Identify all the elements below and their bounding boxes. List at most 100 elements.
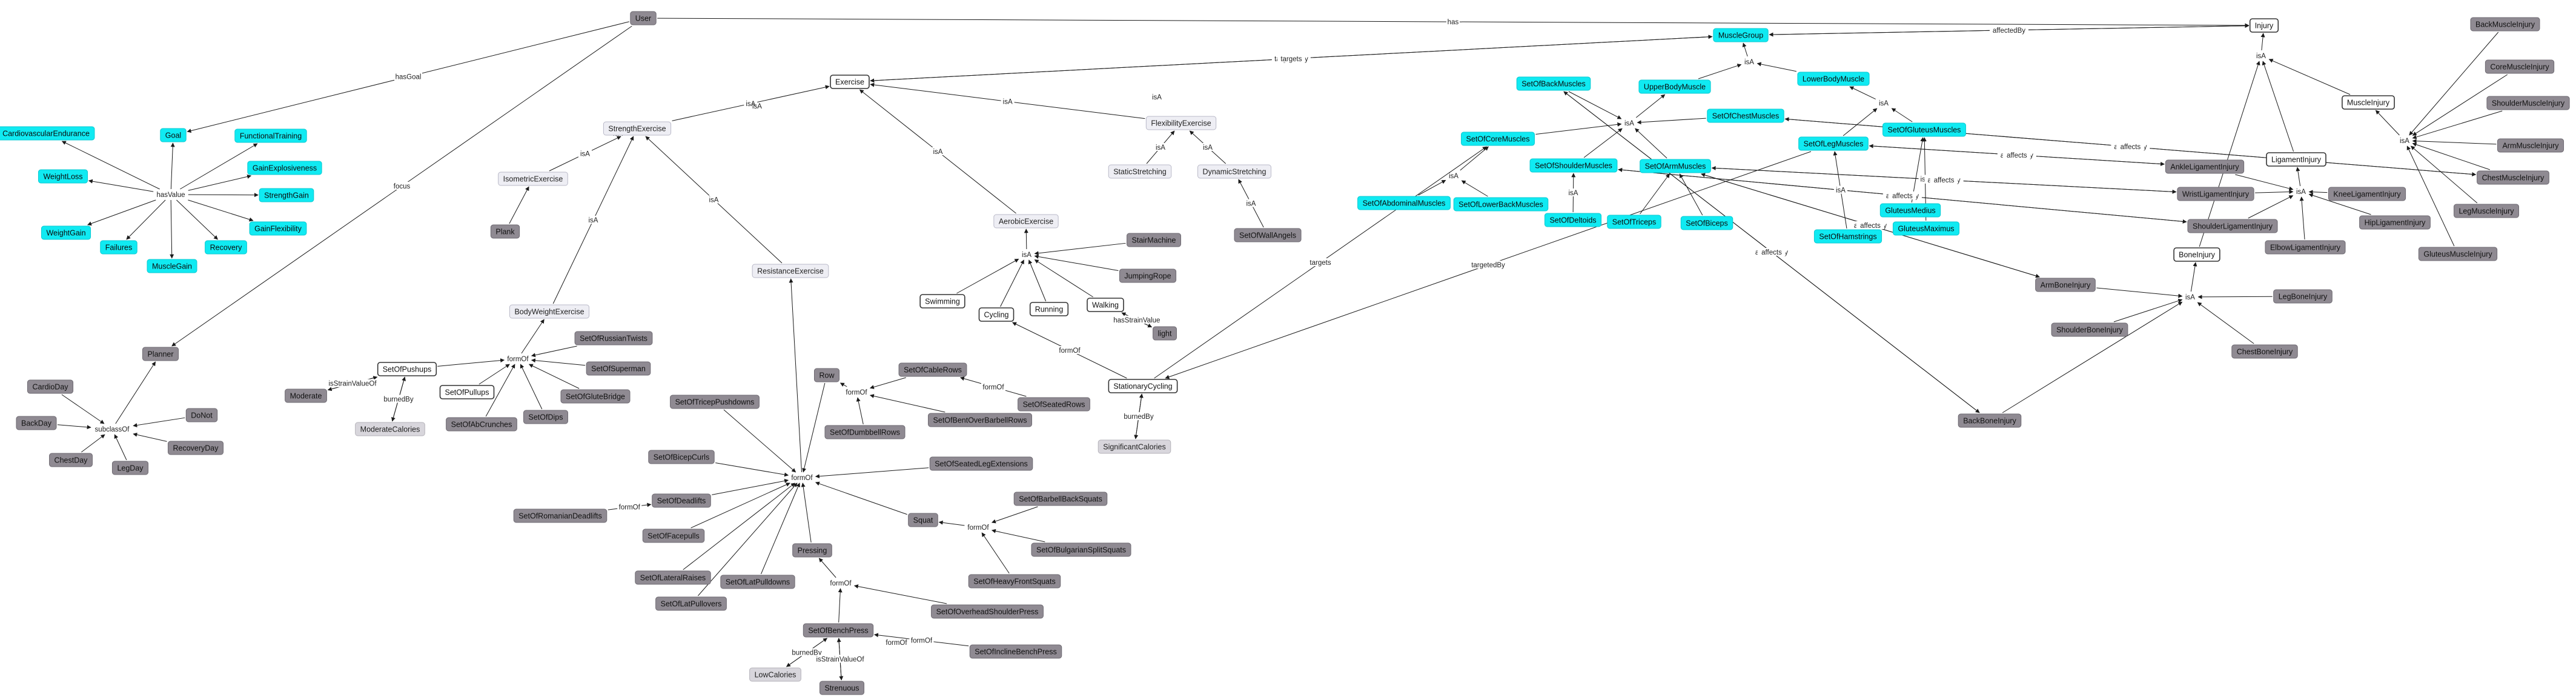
- node-box: [1357, 196, 1451, 210]
- edge-label-bg: [1123, 412, 1154, 420]
- node-box: [16, 416, 57, 430]
- node-row: Row: [813, 368, 840, 382]
- node-label: GluteusMaximus: [1898, 225, 1954, 233]
- edge-set-of-bicep-curls-to-h-form: [715, 462, 789, 477]
- node-plank: Plank: [490, 224, 520, 239]
- edge-label: isStrainValueOf: [816, 656, 864, 664]
- node-label: DynamicStretching: [1203, 168, 1266, 176]
- edge-label-bg: [1989, 25, 2028, 34]
- edge-set-of-gluteus-muscles-to-h-lower: [1891, 108, 1913, 122]
- edge-set-of-biceps-to-set-of-arm-muscles: [1679, 173, 1703, 216]
- hub-h-injury: isA: [2256, 53, 2266, 60]
- node-box: [377, 362, 437, 376]
- node-shoulder-bone-injury: ShoulderBoneInjury: [2051, 322, 2128, 337]
- node-label: GainExplosiveness: [253, 164, 317, 173]
- edge-label-bg: [617, 502, 642, 511]
- node-box: [446, 417, 517, 432]
- node-label: Swimming: [925, 298, 960, 306]
- node-set-of-bicep-curls: SetOfBicepCurls: [648, 450, 715, 464]
- node-set-of-arm-muscles: SetOfArmMuscles: [1640, 159, 1711, 173]
- node-box: [648, 450, 715, 464]
- node-low-calories: LowCalories: [749, 667, 801, 682]
- edge-h-muscle-to-muscle-group: [1742, 42, 1748, 57]
- edge-set-of-core-muscles-to-h-upper: [1535, 122, 1622, 135]
- hub-h-goal: hasValue: [156, 192, 185, 199]
- node-box: [574, 331, 653, 345]
- node-box: [1516, 76, 1591, 91]
- edge-elbow-ligament-injury-to-h-lig: [2299, 196, 2305, 240]
- edge-upper-body-muscle-to-h-muscle: [1698, 64, 1742, 79]
- edge-bone-injury-to-h-injury: [2199, 61, 2260, 247]
- edge-label-bg: [812, 655, 869, 663]
- node-moderate-calories: ModerateCalories: [355, 422, 425, 436]
- node-label: BackDay: [21, 419, 52, 428]
- edge-label: isA: [1203, 144, 1213, 152]
- node-label: Failures: [105, 244, 132, 252]
- edge-set-of-bent-over-barbell-rows-to-h-row: [869, 394, 945, 413]
- node-box: [0, 126, 95, 141]
- node-isometric-exercise: IsometricExercise: [498, 172, 568, 186]
- node-box: [652, 493, 711, 508]
- node-box: [285, 389, 327, 403]
- node-goal: Goal: [160, 128, 187, 142]
- node-box: [1640, 159, 1711, 173]
- hub-h-aerobic: isA: [1022, 252, 1031, 259]
- edge-label: affects: [2007, 152, 2027, 159]
- node-label: LowerBodyMuscle: [1803, 75, 1864, 84]
- node-label: ChestDay: [55, 456, 88, 465]
- node-box: [630, 11, 657, 25]
- node-set-of-romanian-deadlifts: SetOfRomanianDeadlifts: [513, 509, 608, 523]
- node-label: SetOfDeadlifts: [657, 497, 706, 505]
- edge-label-bg: [791, 648, 823, 656]
- node-label: SetOfLatPulldowns: [726, 578, 790, 587]
- edge-set-of-bulgarian-split-squats-to-h-squat: [991, 529, 1045, 542]
- edge-ankle-ligament-injury-to-h-lig: [2235, 174, 2294, 191]
- node-label: BoneInjury: [2179, 251, 2216, 259]
- node-body-weight-exercise: BodyWeightExercise: [509, 304, 590, 319]
- edge-set-of-shoulder-muscles-to-h-upper: [1583, 128, 1623, 158]
- node-set-of-lat-pulldowns: SetOfLatPulldowns: [720, 575, 795, 589]
- node-set-of-cable-rows: SetOfCableRows: [898, 362, 967, 377]
- edge-h-aerobic-to-aerobic-exercise: [1024, 228, 1028, 250]
- edge-set-of-bench-press-to-h-press: [838, 588, 843, 623]
- edge-label-bg: [1306, 258, 1334, 266]
- node-box: [968, 574, 1061, 589]
- node-label: SetOfLateralRaises: [640, 574, 706, 582]
- node-box: [2453, 204, 2520, 218]
- node-label: SetOfBackMuscles: [1521, 80, 1586, 88]
- node-set-of-leg-muscles: SetOfLegMuscles: [1798, 136, 1869, 151]
- node-muscle-injury: MuscleInjury: [2342, 95, 2395, 110]
- edge-label-bg: [1446, 17, 1460, 25]
- node-chest-muscle-injury: ChestMuscleInjury: [2477, 170, 2549, 185]
- node-box: [1098, 439, 1171, 454]
- node-label: CardioDay: [32, 383, 68, 392]
- edge-set-of-abdominal-muscles-to-h-core: [1418, 179, 1446, 196]
- node-box: [1153, 326, 1177, 341]
- node-strength-exercise: StrengthExercise: [603, 121, 672, 136]
- node-label: CardiovascularEndurance: [2, 130, 90, 138]
- node-gluteus-medius: GluteusMedius: [1879, 203, 1941, 218]
- node-cycling: Cycling: [978, 307, 1015, 322]
- node-dynamic-stretching: DynamicStretching: [1197, 164, 1271, 179]
- node-label: ArmMuscleInjury: [2502, 142, 2559, 150]
- node-box: [142, 347, 179, 361]
- edge-gluteus-muscle-injury-to-h-mus-inj: [2406, 145, 2455, 247]
- node-muscle-group: MuscleGroup: [1713, 28, 1769, 42]
- node-label: SetOfAbdominalMuscles: [1363, 199, 1446, 208]
- node-box: [1797, 72, 1870, 86]
- node-box: [247, 161, 322, 175]
- node-gain-flexibility: GainFlexibility: [249, 221, 307, 236]
- node-label: CoreMuscleInjury: [2490, 63, 2549, 72]
- edge-swimming-to-h-aerobic: [956, 258, 1019, 294]
- node-label: WristLigamentInjury: [2182, 190, 2250, 199]
- edge-h-lig-to-ligament-injury: [2296, 167, 2301, 187]
- node-box: [752, 264, 829, 278]
- node-box: [931, 604, 1044, 619]
- node-arm-bone-injury: ArmBoneInjury: [2035, 278, 2096, 292]
- node-label: Walking: [1092, 301, 1119, 310]
- edge-arm-muscle-injury-to-h-mus-inj: [2412, 139, 2497, 145]
- node-label: StationaryCycling: [1113, 382, 1172, 391]
- edge-label: affectedBy: [1993, 27, 2025, 35]
- node-label: AerobicExercise: [999, 218, 1053, 226]
- node-box: [2328, 187, 2406, 201]
